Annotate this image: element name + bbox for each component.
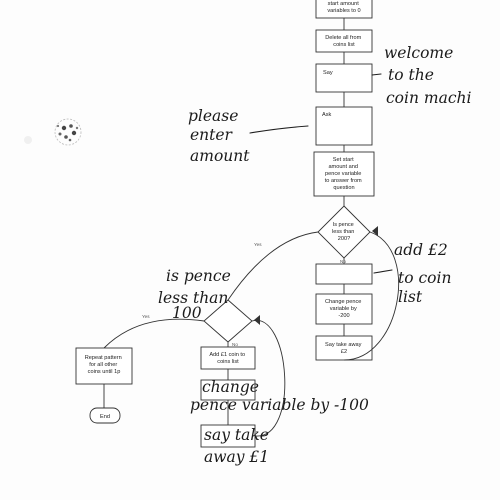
repeat-line-1: Repeat pattern [85,355,122,361]
decision-200-line-2: less than [332,229,354,235]
delete-coins-text: Delete all from coins list [325,35,363,48]
change-pence-200-text: Change pence variable by -200 [325,299,363,319]
handwritten-less-100: is pence less than 100 [158,267,236,322]
say-2-line-2: £2 [341,349,347,355]
decision-200-text: Is pence less than 200? [332,222,356,242]
set-pence-line-2: amount and [328,164,358,170]
delete-coins-box [315,29,373,53]
handwritten-add-2: add £2 to coin list [394,241,456,306]
pointer-stroke-add2 [373,269,393,274]
hw-change100-line-2: pence variable by -100 [190,396,369,414]
delete-coins-line-1: Delete all from [325,35,361,41]
hw-please-line-3: amount [190,147,250,165]
change-pence-200-box [315,293,373,325]
change-200-line-2: variable by [330,306,357,312]
hw-say1-line-2: away £1 [204,448,269,466]
start-variables-text: start amount variables to 0 [327,1,360,14]
loop-back-200-connector [343,231,400,361]
handwritten-say-1: say take away £1 [204,426,274,466]
set-pence-text: Set start amount and pence variable to a… [325,157,364,191]
no-200-label: No [340,259,346,264]
decision-200-line-3: 200? [338,236,350,242]
yes-200-label: Yes [254,242,262,247]
hw-please-line-2: enter [190,126,234,144]
start-variables-line-1: start amount [328,1,360,7]
pointer-stroke-please [249,125,309,134]
loop-arrowhead [254,315,260,325]
loop-arrowhead [372,226,378,236]
start-variables-line-2: variables to 0 [327,8,360,14]
hw-welcome-line-3: coin machi [386,89,471,107]
add-1-line-1: Add £1 coin to [209,352,245,358]
set-pence-line-3: pence variable [325,171,361,177]
hw-less100-line-2: less than [158,289,228,307]
hw-add2-line-1: add £2 [394,241,448,259]
hw-please-line-1: please [188,107,238,125]
yes-100-connector [103,318,205,349]
handwritten-change-100: change pence variable by -100 [190,378,369,414]
say-take-away-2-box [315,335,373,361]
add-2-coin-box [315,263,373,285]
hw-say1-line-1: say take [204,426,269,444]
repeat-line-2: for all other [89,362,117,368]
no-100-label: No [232,342,238,347]
set-pence-line-5: question [333,185,354,191]
add-1-line-2: coins list [217,359,239,365]
yes-100-label: Yes [142,314,150,319]
decision-200-line-1: Is pence [333,222,354,228]
say-box [315,63,373,93]
handwritten-welcome: welcome to the coin machi [384,44,471,107]
hw-add2-line-3: list [398,288,423,306]
add-1-coin-text: Add £1 coin to coins list [209,352,246,365]
pointer-stroke-welcome [371,73,382,76]
change-200-line-3: -200 [338,313,349,319]
yes-200-connector [227,231,319,301]
set-pence-box [313,151,375,197]
ask-label: Ask [322,112,332,118]
say-2-line-1: Say take away [325,342,362,348]
say-label: Say [323,70,333,76]
hw-less100-line-1: is pence [166,267,231,285]
handwritten-please: please enter amount [188,107,250,165]
change-200-line-1: Change pence [325,299,361,305]
end-label: End [100,414,110,420]
end-terminator [89,407,121,424]
add-1-coin-box [200,346,256,370]
hw-welcome-line-1: welcome [384,44,453,62]
punch-hole [24,136,32,144]
delete-coins-line-2: coins list [333,42,355,48]
hw-add2-line-2: to coin [398,269,451,287]
set-pence-line-4: to answer from [325,178,362,184]
hw-change100-line-1: change [202,378,259,396]
repeat-pattern-text: Repeat pattern for all other coins until… [85,355,124,375]
set-pence-line-1: Set start [333,157,354,163]
hw-less100-line-3: 100 [172,304,202,322]
repeat-pattern-box [75,347,133,385]
loop-back-100-connector [251,320,286,437]
say-take-away-2-text: Say take away £2 [325,342,363,355]
ask-box [315,106,373,146]
repeat-line-3: coins until 1p [88,369,121,375]
hw-welcome-line-2: to the [388,66,434,84]
punch-hole-smudge [54,118,82,146]
